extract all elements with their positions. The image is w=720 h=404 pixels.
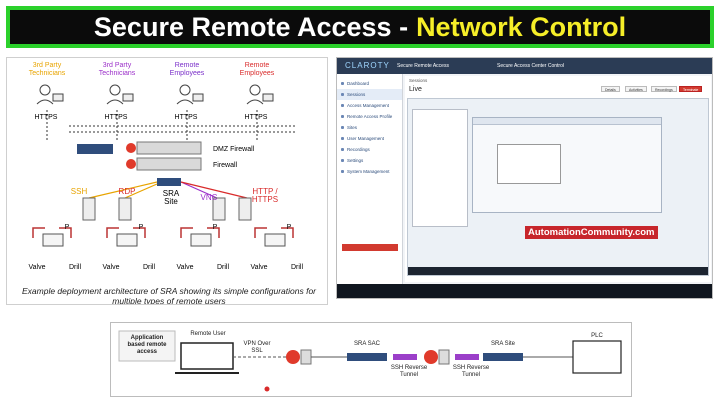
device-p-label: P xyxy=(138,224,144,231)
ssh-tunnel-label-2: SSH Reverse Tunnel xyxy=(452,365,490,378)
sra-sac-label: SRA SAC xyxy=(353,341,380,347)
app-footer xyxy=(337,284,712,298)
architecture-graphic xyxy=(32,84,297,247)
https-label: HTTPS xyxy=(244,114,268,121)
actor-label-1: 3rd Party Technicians xyxy=(28,62,66,77)
plc-rack-image xyxy=(497,144,561,184)
actor-label-3: Remote Employees xyxy=(169,62,205,77)
actor-label-4: Remote Employees xyxy=(239,62,275,77)
https-label: HTTPS xyxy=(104,114,128,121)
vnc-label: VNC xyxy=(200,193,218,202)
sidebar-item-access-management[interactable]: Access Management xyxy=(337,100,402,111)
sidebar-item-recordings[interactable]: Recordings xyxy=(337,144,402,155)
remote-desktop-view[interactable] xyxy=(407,98,709,276)
firewall-icon xyxy=(126,141,202,171)
center-title: Secure Access Center Control xyxy=(497,63,564,69)
app-sidebar: Dashboard Sessions Access Management Rem… xyxy=(337,74,403,284)
https-label: HTTPS xyxy=(34,114,58,121)
app-logo: CLAROTY xyxy=(345,61,390,70)
watermark: AutomationCommunity.com xyxy=(525,226,658,239)
plc-config-window[interactable] xyxy=(472,117,662,213)
valve-label: Valve xyxy=(102,264,120,271)
sra-site-label: SRA Site xyxy=(490,341,515,347)
flow-diagram: Application based remote access Remote U… xyxy=(110,322,632,397)
vpn-label: VPN Over SSL xyxy=(243,341,271,354)
sidebar-item-sites[interactable]: Sites xyxy=(337,122,402,133)
sidebar-item-sessions[interactable]: Sessions xyxy=(337,89,402,100)
recordings-button[interactable]: Recordings xyxy=(651,86,677,92)
rdp-label: RDP xyxy=(118,187,136,196)
sra-site-label: SRA Site xyxy=(162,189,180,206)
sidebar-item-settings[interactable]: Settings xyxy=(337,155,402,166)
title-banner: Secure Remote Access - Network Control xyxy=(6,6,714,48)
drill-label: Drill xyxy=(68,264,82,271)
sidebar-item-dashboard[interactable]: Dashboard xyxy=(337,78,402,89)
http-label: HTTP / HTTPS xyxy=(251,187,279,204)
valve-label: Valve xyxy=(176,264,194,271)
sidebar-red-button[interactable] xyxy=(342,244,398,251)
drill-label: Drill xyxy=(142,264,156,271)
ssh-label: SSH xyxy=(70,187,88,196)
actor-label-2: 3rd Party Technicians xyxy=(98,62,136,77)
remote-user-label: Remote User xyxy=(190,331,226,337)
drill-label: Drill xyxy=(216,264,230,271)
details-button[interactable]: Details xyxy=(601,86,620,92)
device-p-label: P xyxy=(212,224,218,231)
flow-left-label: Application based remote access xyxy=(127,335,167,355)
page-title: Live xyxy=(409,86,422,93)
sidebar-item-remote-access-profile[interactable]: Remote Access Profile xyxy=(337,111,402,122)
https-label: HTTPS xyxy=(174,114,198,121)
person-icon xyxy=(36,84,274,105)
app-title: Secure Remote Access xyxy=(397,63,449,69)
firewall-label: Firewall xyxy=(213,162,238,169)
ssh-tunnel-label-1: SSH Reverse Tunnel xyxy=(390,365,428,378)
device-p-label: P xyxy=(64,224,70,231)
sra-site-device xyxy=(157,178,181,186)
terminate-button[interactable]: Terminate xyxy=(679,86,703,92)
dmz-firewall-label: DMZ Firewall xyxy=(213,146,255,153)
project-tree-window[interactable] xyxy=(412,109,468,227)
banner-title: Secure Remote Access - xyxy=(93,11,409,42)
sidebar-item-user-management[interactable]: User Management xyxy=(337,133,402,144)
device-p-label: P xyxy=(286,224,292,231)
flow-graphic xyxy=(118,330,622,392)
window-titlebar[interactable] xyxy=(473,118,661,125)
taskbar[interactable] xyxy=(408,267,708,275)
app-main: Sessions Live Details Activities Recordi… xyxy=(405,76,711,282)
diagram-caption: Example deployment architecture of SRA s… xyxy=(21,286,317,305)
plc-label: PLC xyxy=(591,333,603,339)
activities-button[interactable]: Activities xyxy=(625,86,647,92)
architecture-diagram: 3rd Party Technicians 3rd Party Technici… xyxy=(6,57,328,305)
dmz-server xyxy=(77,144,113,154)
sidebar-item-system-management[interactable]: System Management xyxy=(337,166,402,177)
breadcrumb: Sessions xyxy=(409,78,428,83)
valve-label: Valve xyxy=(28,264,46,271)
banner-highlight: Network Control xyxy=(416,11,627,42)
app-topbar: CLAROTY Secure Remote Access Secure Acce… xyxy=(337,58,712,74)
drill-label: Drill xyxy=(290,264,304,271)
valve-label: Valve xyxy=(250,264,268,271)
sra-app-screenshot: CLAROTY Secure Remote Access Secure Acce… xyxy=(336,57,713,299)
